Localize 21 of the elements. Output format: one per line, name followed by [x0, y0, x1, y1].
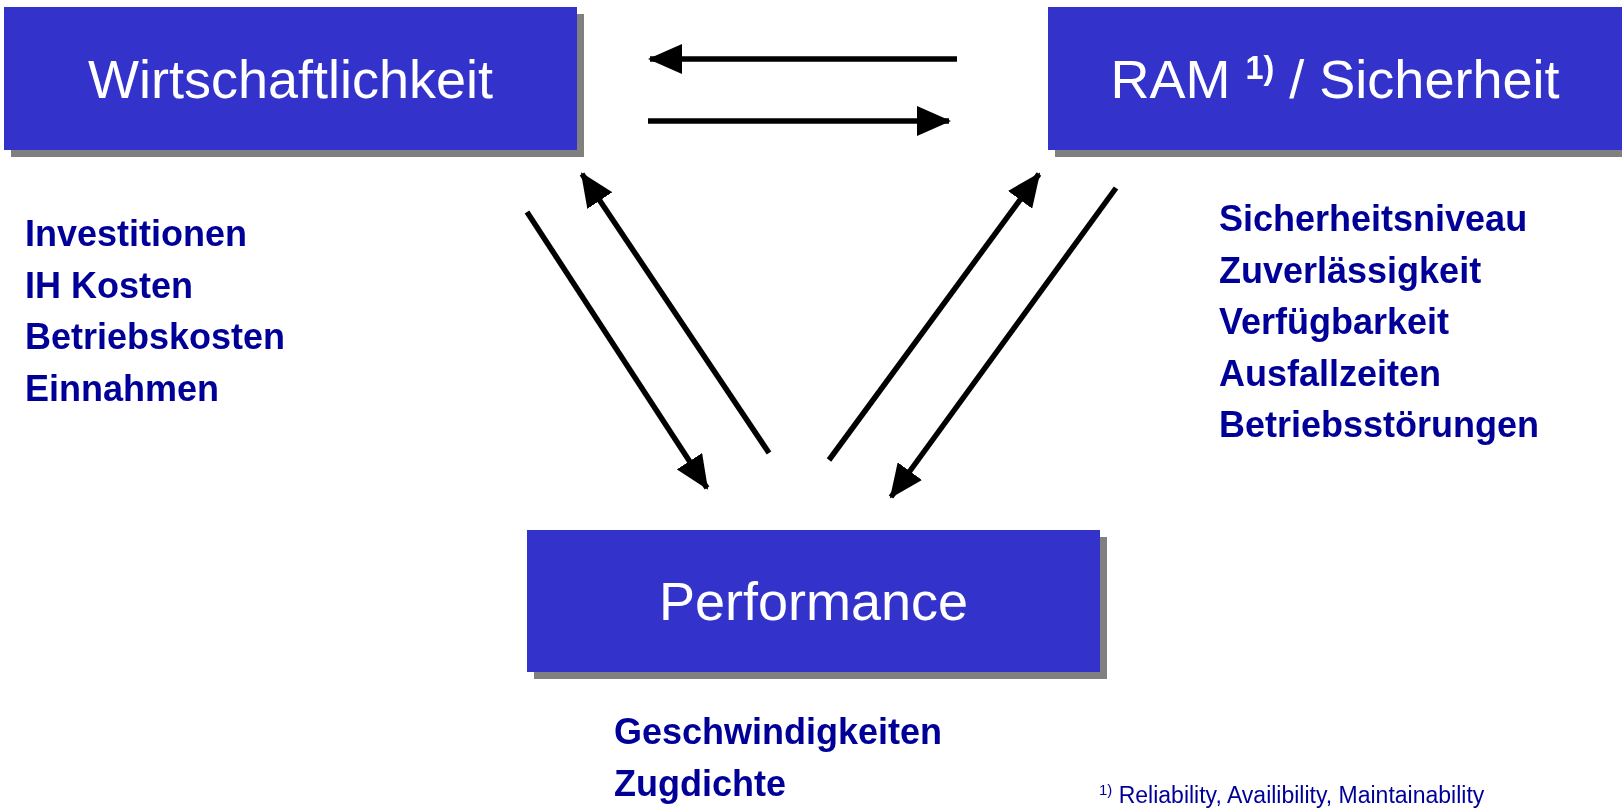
criterion-text: Sicherheitsniveau	[1219, 197, 1529, 241]
criterion-text: Zuverlässigkeit	[1219, 248, 1483, 293]
topic-title: RAM $^{1)}$ / Sicherheit	[1110, 47, 1560, 110]
arrow	[579, 172, 772, 455]
criterion-text: Investitionen	[25, 212, 249, 256]
footnote: $^{1)}$ Reliability, Availibility, Maintainability	[1099, 782, 1485, 809]
criterion-text: IH Kosten	[25, 263, 194, 308]
arrow	[524, 210, 710, 490]
arrow	[648, 44, 957, 74]
criterion-text: Zugdichte	[614, 761, 787, 806]
topic-title: Wirtschaftlichkeit	[87, 47, 494, 110]
arrow	[826, 172, 1042, 462]
arrow	[888, 186, 1119, 499]
topic-title: Performance	[658, 570, 969, 632]
criterion-text: Geschwindigkeiten	[614, 710, 943, 754]
criterion-text: Betriebskosten	[25, 315, 286, 359]
criterion-text: Ausfallzeiten	[1219, 351, 1443, 396]
arrow	[648, 106, 951, 136]
criterion-text: Betriebsstörungen	[1219, 403, 1540, 447]
criterion-text: Verfügbarkeit	[1219, 300, 1451, 344]
criterion-text: Einnahmen	[25, 366, 221, 411]
